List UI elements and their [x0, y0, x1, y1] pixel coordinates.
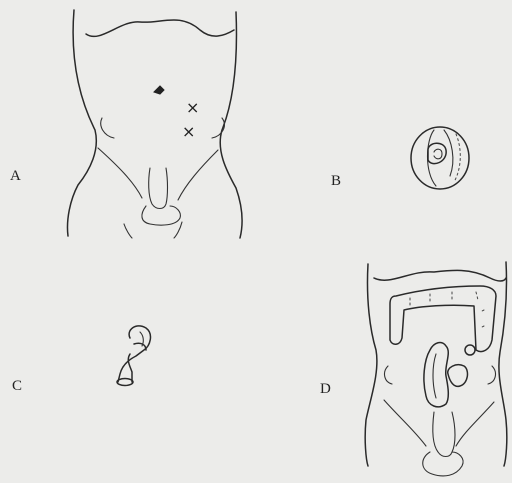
panel-b-lumen	[428, 143, 446, 163]
panel-label-d: D	[320, 381, 331, 398]
panel-c-drawing	[117, 326, 150, 386]
panel-a-thigh-left	[124, 224, 132, 238]
panel-d-iliac-left	[385, 366, 392, 384]
panel-a-genitalia	[142, 168, 180, 225]
panel-label-a: A	[10, 168, 21, 185]
panel-a-thigh-right	[174, 222, 182, 238]
panel-c-stoma-end	[117, 379, 133, 386]
panel-d-stoma-right	[465, 345, 475, 355]
panel-b-suture-line	[454, 134, 460, 182]
panel-a-drawing	[67, 10, 242, 238]
panel-a-torso-right-outline	[220, 12, 242, 238]
panel-label-c: C	[12, 378, 22, 395]
panel-label-b: B	[331, 173, 341, 190]
panel-d-descending-inner	[433, 354, 436, 398]
cross-mark-upper: ×	[186, 98, 199, 117]
panel-d-ribcage-edge	[374, 270, 506, 281]
panel-d-drawing	[365, 262, 507, 476]
panel-a-umbilicus	[154, 86, 164, 94]
panel-a-groin-left	[98, 148, 142, 198]
cross-mark-lower: ×	[182, 122, 195, 141]
panel-a-ribcage-edge	[86, 20, 234, 37]
panel-c-bowel-loop-inner	[128, 343, 146, 382]
panel-a-groin-right	[178, 150, 218, 200]
panel-d-transverse-colon	[390, 286, 496, 352]
panel-d-torso-left-outline	[365, 264, 377, 466]
panel-a-iliac-left	[101, 118, 114, 138]
panel-a-torso-left-outline	[67, 10, 96, 236]
panel-b-drawing	[411, 127, 469, 189]
panel-d-colon-haustra	[410, 292, 484, 328]
panel-d-stoma-left	[448, 365, 468, 387]
panel-b-lumen-inner	[434, 149, 442, 159]
panel-d-iliac-right	[488, 366, 495, 384]
panel-c-bowel-loop	[118, 326, 150, 382]
panel-d-torso-right-outline	[499, 262, 507, 466]
